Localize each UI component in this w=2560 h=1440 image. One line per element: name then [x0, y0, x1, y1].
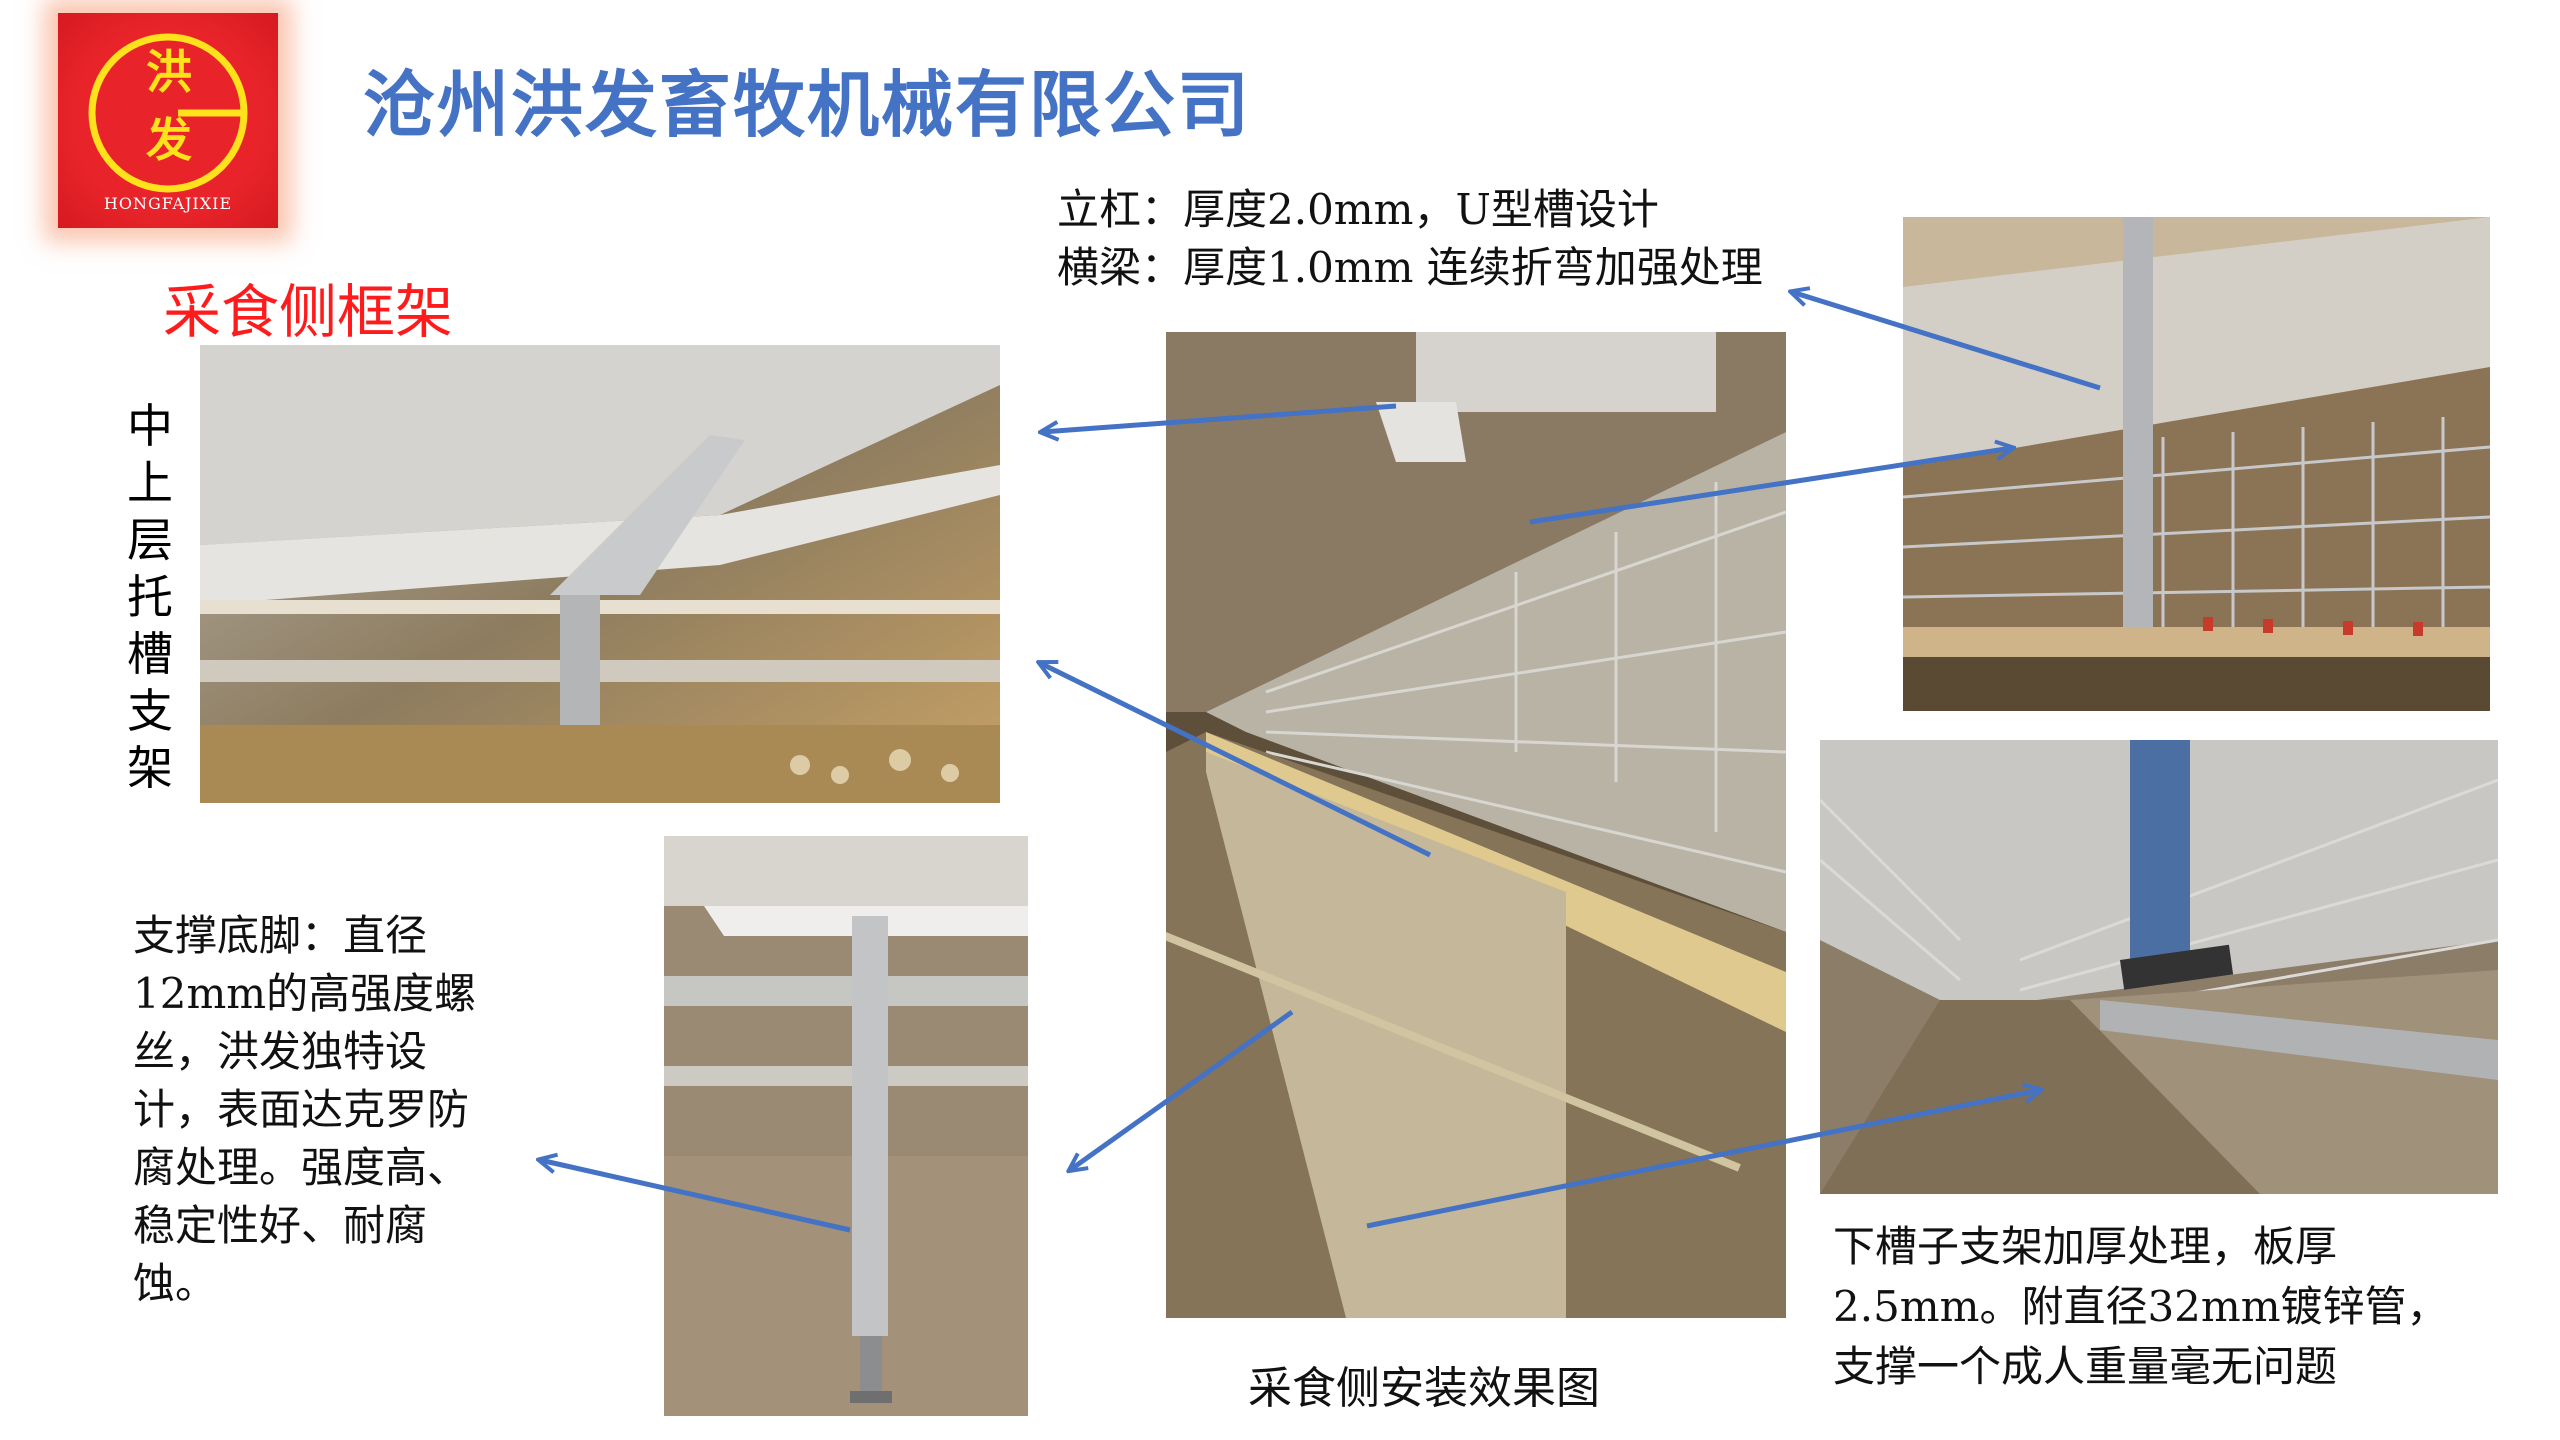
vertical-label: 中上层托槽支架	[127, 399, 173, 795]
arrow-to-support-foot	[1070, 1009, 1294, 1170]
arrow-to-trough-bracket-2	[1040, 663, 1432, 858]
photo-trough-bracket	[200, 345, 1000, 803]
overview-caption: 采食侧安装效果图	[1248, 1363, 1600, 1414]
section-title: 采食侧框架	[163, 278, 454, 346]
arrow-to-lower-bracket-photo	[1366, 1090, 2040, 1229]
arrow-to-top-note	[1792, 292, 2101, 391]
note-lower-bracket-spec: 下槽子支架加厚处理，板厚 2.5mm。附直径32mm镀锌管， 支撑一个成人重量毫…	[1833, 1222, 2449, 1391]
arrow-to-trough-bracket	[1042, 403, 1397, 432]
logo-char-bottom: 发	[146, 113, 192, 167]
arrow-to-upright-photo	[1529, 448, 2012, 525]
note-support-foot-spec: 支撑底脚：直径12mm的高强度螺丝，洪发独特设计，表面达克罗防腐处理。强度高、稳…	[133, 911, 477, 1308]
arrow-from-foot-note	[540, 1160, 851, 1233]
logo-char-top: 洪	[146, 45, 192, 99]
photo-upright-beam	[1903, 217, 2490, 711]
company-logo: 洪 发 HONGFAJIXIE	[58, 13, 278, 228]
note-upright-beam-spec: 立杠：厚度2.0mm，U型槽设计 横梁：厚度1.0mm 连续折弯加强处理	[1057, 185, 1763, 292]
logo-text: HONGFAJIXIE	[103, 194, 233, 213]
logo-ring-graphic	[88, 33, 248, 193]
company-name: 沧州洪发畜牧机械有限公司	[363, 63, 1252, 147]
photo-installation-overview	[1166, 332, 1786, 1318]
